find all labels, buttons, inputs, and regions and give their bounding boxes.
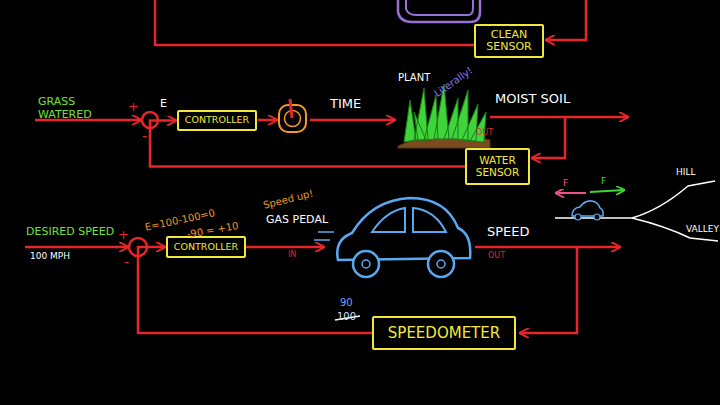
annotation-text: 100 [337, 311, 356, 323]
annotation-text: OUT [476, 128, 493, 137]
valley-line [632, 218, 718, 241]
car-wheel [575, 214, 581, 220]
car-body [337, 198, 470, 260]
input-wire [25, 246, 128, 249]
signal-wire [310, 119, 395, 122]
annotation-text: - [142, 128, 147, 144]
annotation-text: DESIRED SPEED [26, 226, 114, 239]
force-arrow [556, 192, 586, 194]
process-box: WATER SENSOR [465, 148, 530, 185]
annotation-text: GAS PEDAL [266, 214, 328, 227]
box-label: CONTROLLER [174, 242, 238, 252]
force-arrow [590, 190, 624, 192]
appliance-outline [406, 0, 473, 15]
process-box: CLEAN SENSOR [474, 24, 544, 58]
annotation-text: + [118, 228, 129, 243]
feedback-connector [138, 247, 372, 333]
car-wheel [437, 260, 445, 268]
annotation-text: 100 MPH [30, 251, 70, 261]
hill-line [632, 181, 715, 218]
appliance-outline [398, 0, 480, 22]
feedback-wire [546, 0, 586, 40]
box-label: CONTROLLER [185, 115, 249, 125]
annotation-text: TIME [330, 97, 361, 112]
annotation-text: VALLEY [686, 224, 719, 234]
annotation-text: Speed up! [262, 188, 314, 212]
annotation-text: Literally! [432, 65, 475, 100]
annotation-text: GRASS WATERED [38, 96, 102, 121]
annotation-text: 90 [340, 297, 353, 309]
feedback-wire [520, 247, 577, 333]
box-label: WATER SENSOR [467, 155, 528, 178]
annotation-text: IN [288, 250, 296, 259]
output-wire [475, 246, 620, 249]
summing-junction [142, 112, 158, 128]
process-box: SPEEDOMETER [372, 316, 516, 350]
process-box: CONTROLLER [166, 236, 246, 258]
car-wheel [594, 214, 600, 220]
annotation-text: HILL [676, 167, 695, 177]
summing-junction [129, 238, 147, 256]
feedback-wire [155, 0, 474, 45]
box-label: CLEAN SENSOR [476, 29, 542, 53]
car-wheel [353, 251, 379, 277]
annotation-text: E [160, 98, 167, 111]
signal-wire [258, 119, 277, 122]
annotation-text: MOIST SOIL [495, 92, 570, 107]
annotation-text: SPEED [487, 225, 530, 240]
box-label: SPEEDOMETER [388, 325, 500, 342]
annotation-text: - [124, 254, 129, 270]
annotation-text: F [601, 176, 606, 186]
motion-lines [314, 232, 334, 240]
annotation-text: OUT [488, 251, 505, 260]
annotation-text: + [128, 100, 139, 115]
annotation-text: F [563, 178, 568, 188]
feedback-wire [532, 117, 565, 158]
car-window [372, 208, 446, 232]
signal-wire [246, 246, 324, 249]
output-wire [490, 116, 628, 119]
process-box: CONTROLLER [177, 110, 257, 131]
car-wheel [362, 260, 370, 268]
annotation-text: PLANT [398, 72, 430, 84]
timer-hand [290, 99, 292, 118]
car-wheel [428, 251, 454, 277]
